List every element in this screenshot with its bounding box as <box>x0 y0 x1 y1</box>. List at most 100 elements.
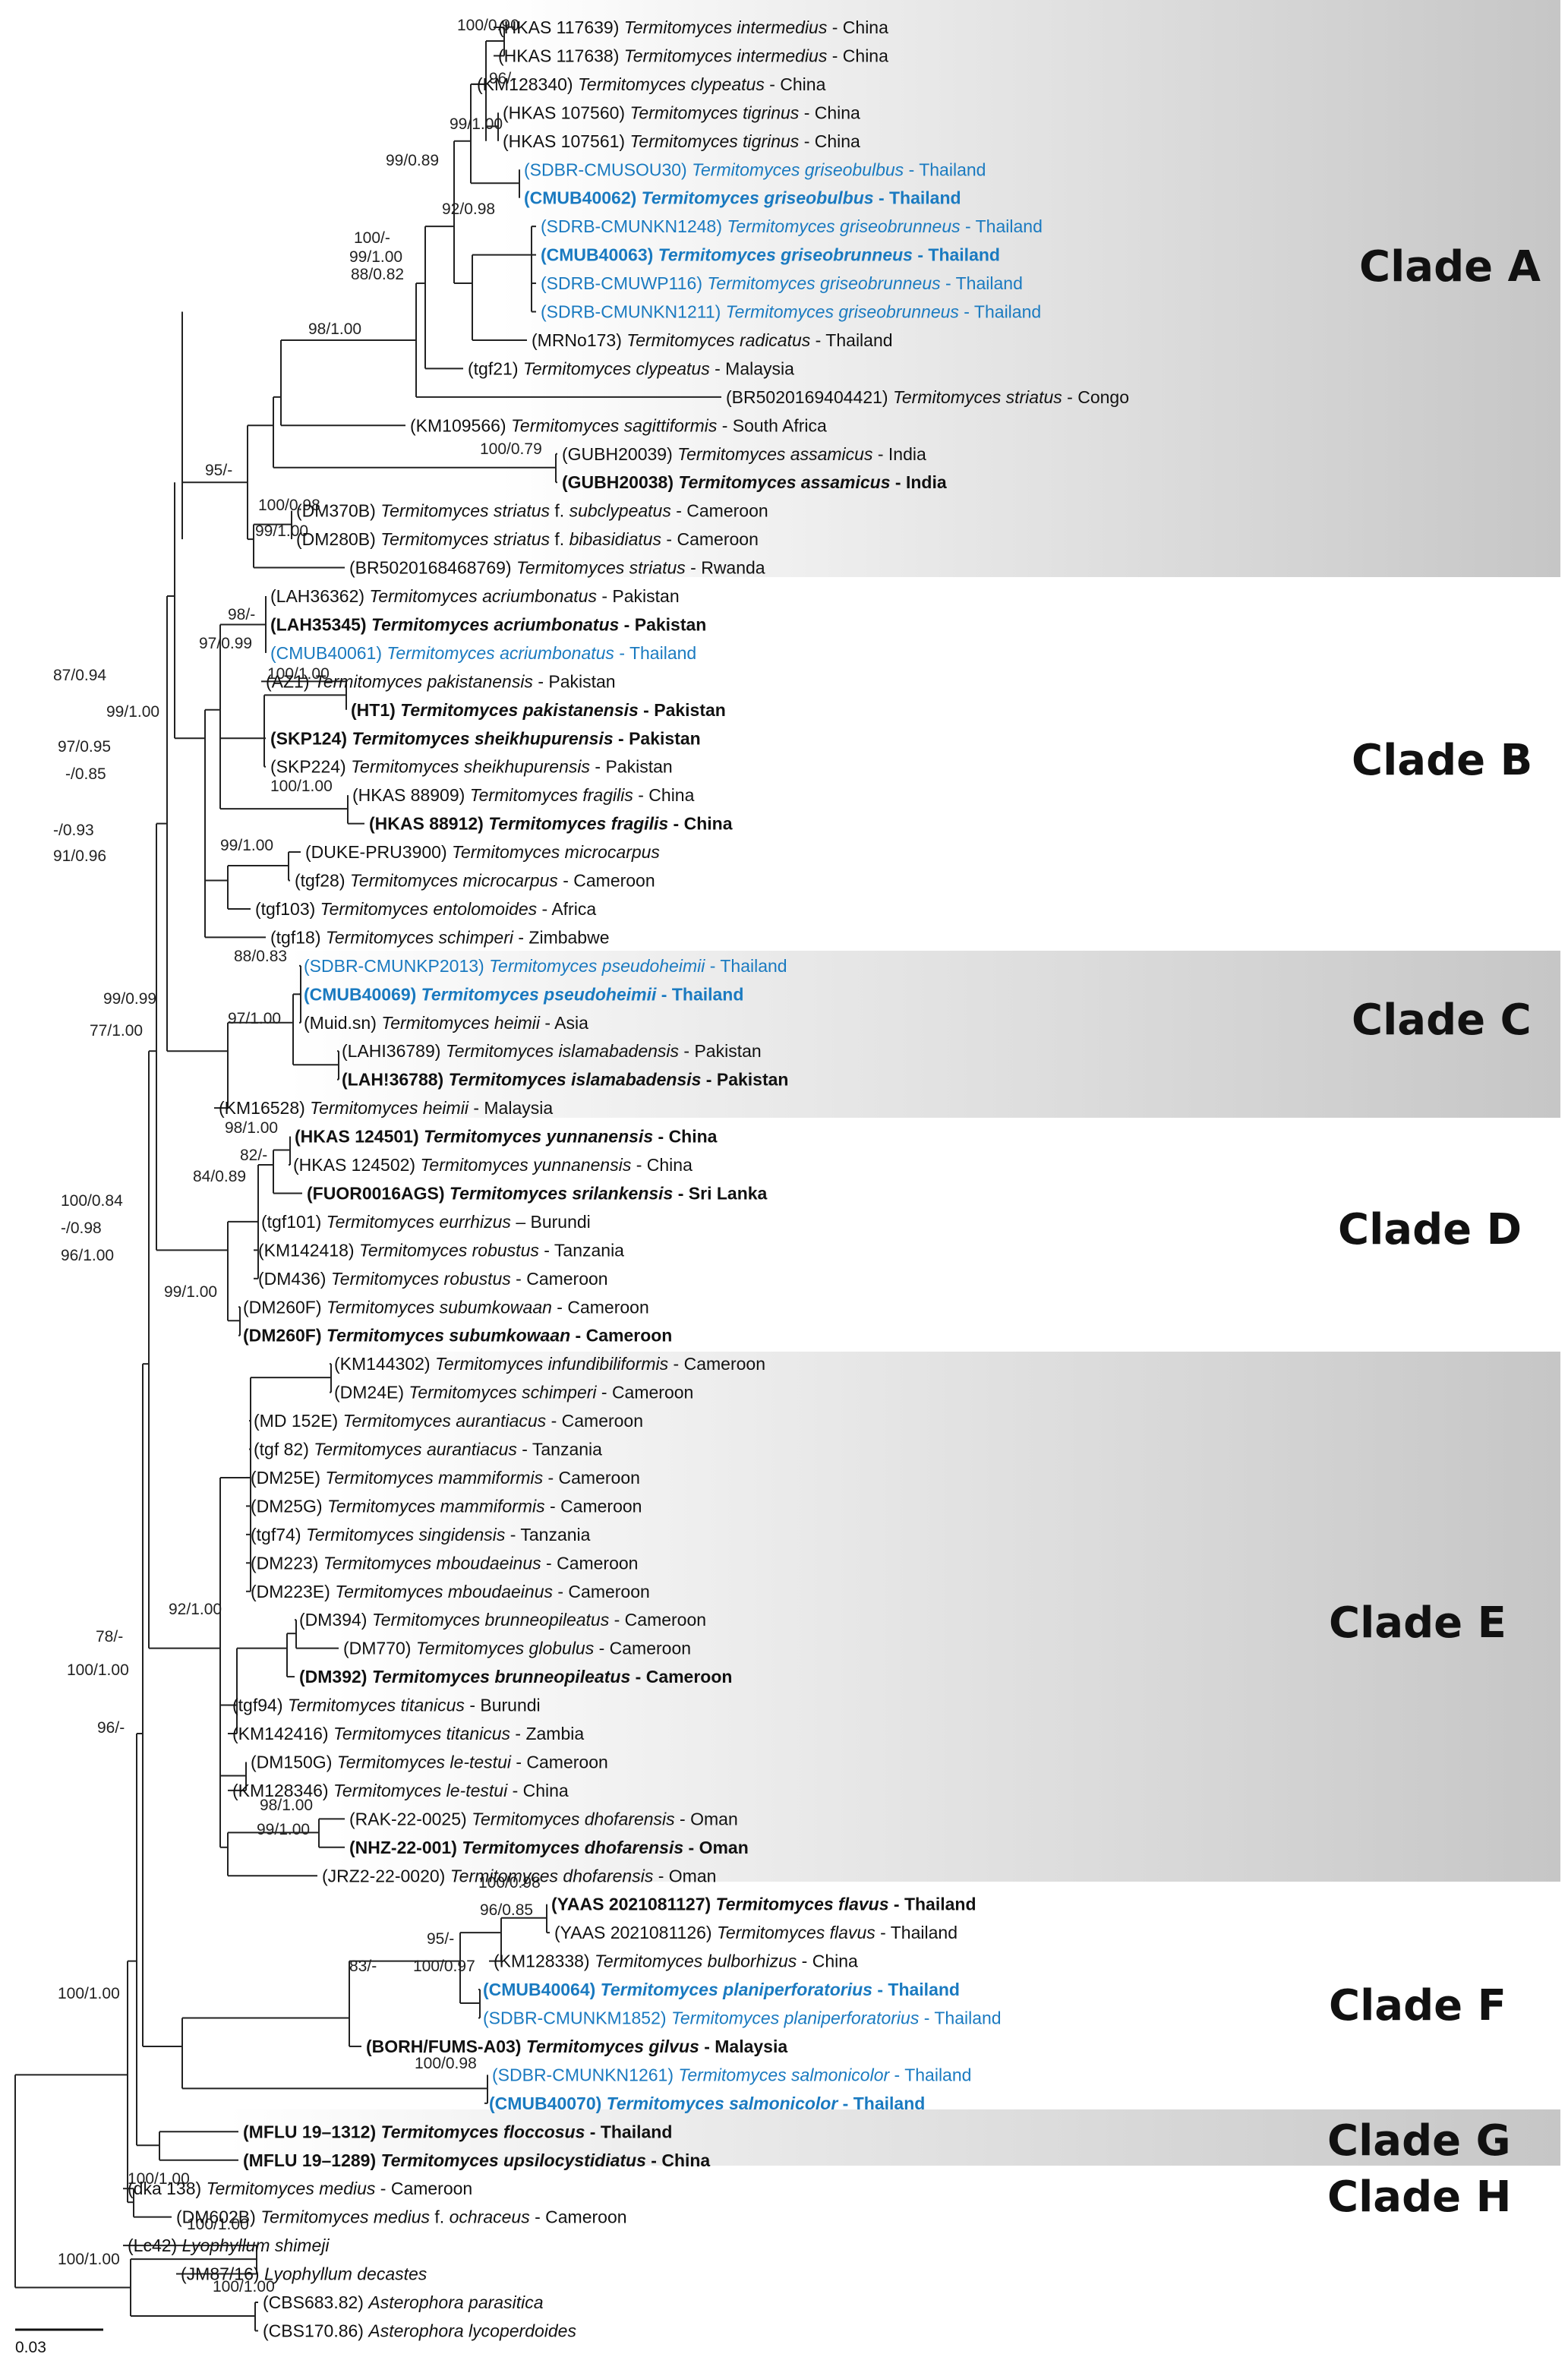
taxon-voucher: (MFLU 19–1289) <box>243 2150 381 2170</box>
taxon-country: - Thailand <box>810 330 892 350</box>
clade-band-g <box>228 2109 1560 2166</box>
support-value: 97/1.00 <box>228 1010 281 1027</box>
taxon-label: (DM25G) Termitomyces mammiformis - Camer… <box>251 1496 642 1516</box>
taxon-species: Termitomyces planiperforatorius <box>671 2008 920 2028</box>
taxon-voucher: (JM87/16) <box>181 2264 264 2284</box>
taxon-species: Termitomyces islamabadensis <box>446 1041 680 1061</box>
taxon-country: - China <box>799 103 860 122</box>
taxon-label: (tgf101) Termitomyces eurrhizus – Burund… <box>261 1212 591 1232</box>
taxon-voucher: (tgf103) <box>255 899 320 919</box>
taxon-voucher: (YAAS 2021081127) <box>551 1895 716 1914</box>
taxon-country: - Pakistan <box>701 1070 788 1090</box>
taxon-country: - China <box>646 2150 711 2170</box>
taxon-label: (SDBR-CMUNKP2013) Termitomyces pseudohei… <box>304 956 787 976</box>
support-value: 99/1.00 <box>255 522 308 540</box>
taxon-label: (tgf18) Termitomyces schimperi - Zimbabw… <box>270 927 610 947</box>
taxon-species: Lyophyllum decastes <box>264 2264 427 2284</box>
taxon-voucher: (KM109566) <box>410 415 511 435</box>
taxon-country: - Cameroon <box>609 1610 706 1630</box>
taxon-country: - Zambia <box>510 1724 584 1743</box>
clade-label: Clade D <box>1338 1205 1522 1254</box>
taxon-country: - Thailand <box>705 956 787 976</box>
taxon-species: Termitomyces gilvus <box>526 2037 699 2056</box>
taxon-species: Termitomyces intermedius <box>624 17 828 37</box>
taxon-species: Termitomyces yunnanensis <box>424 1127 653 1147</box>
taxon-species: Termitomyces robustus <box>359 1240 539 1260</box>
taxon-species: Termitomyces clypeatus <box>578 74 765 94</box>
taxon-voucher: (DM260F) <box>243 1326 327 1346</box>
taxon-label: (tgf28) Termitomyces microcarpus - Camer… <box>295 871 655 891</box>
taxon-label: (CMUB40061) Termitomyces acriumbonatus -… <box>270 643 696 663</box>
taxon-species: Termitomyces mammiformis <box>327 1496 545 1516</box>
taxon-voucher: (DM223) <box>251 1553 323 1573</box>
support-value: 96/- <box>489 70 516 87</box>
taxon-country: - Cameroon <box>570 1326 672 1346</box>
taxon-label: (CMUB40070) Termitomyces salmonicolor - … <box>489 2094 925 2113</box>
taxon-voucher: (CMUB40062) <box>524 188 642 208</box>
taxon-country: - China <box>799 131 860 151</box>
support-value: 100/1.00 <box>58 1985 120 2002</box>
taxon-voucher: (HKAS 107560) <box>503 103 629 122</box>
support-value: -/0.93 <box>53 822 94 839</box>
taxon-label: (DM260F) Termitomyces subumkowaan - Came… <box>243 1326 672 1346</box>
taxon-species: Termitomyces eurrhizus <box>327 1212 512 1232</box>
taxon-species: Termitomyces islamabadensis <box>449 1070 702 1090</box>
taxon-species: Termitomyces titanicus <box>288 1696 465 1715</box>
taxon-species: Termitomyces microcarpus <box>452 842 660 862</box>
support-value: 100/0.84 <box>61 1192 123 1210</box>
support-value: 100/1.00 <box>267 665 330 683</box>
taxon-label: (DM223E) Termitomyces mboudaeinus - Came… <box>251 1582 650 1601</box>
taxon-label: (KM16528) Termitomyces heimii - Malaysia <box>219 1098 553 1118</box>
taxon-country: - Cameroon <box>671 501 768 521</box>
taxon-labels: (HKAS 117639) Termitomyces intermedius -… <box>128 17 1129 2340</box>
taxon-country: - India <box>891 472 947 492</box>
support-value: 98/1.00 <box>260 1797 313 1814</box>
taxon-voucher: (YAAS 2021081126) <box>554 1923 717 1942</box>
taxon-voucher: (FUOR0016AGS) <box>307 1183 450 1203</box>
taxon-country: - India <box>872 444 926 464</box>
taxon-label: (JM87/16) Lyophyllum decastes <box>181 2264 427 2284</box>
support-value: 99/1.00 <box>106 703 159 721</box>
taxon-voucher: (DM602B) <box>176 2207 260 2227</box>
taxon-species: Termitomyces brunneopileatus <box>372 1667 630 1687</box>
clade-bands <box>228 0 1560 2166</box>
taxon-label: (DM280B) Termitomyces striatus f. bibasi… <box>296 529 759 549</box>
taxon-species: Termitomyces robustus <box>331 1269 511 1289</box>
taxon-voucher: (NHZ-22-001) <box>349 1838 462 1857</box>
taxon-voucher: (CMUB40061) <box>270 643 386 663</box>
taxon-country: - Thailand <box>919 2008 1001 2028</box>
taxon-label: (MD 152E) Termitomyces aurantiacus - Cam… <box>254 1411 643 1431</box>
taxon-species: Termitomyces striatus <box>516 558 686 578</box>
taxon-label: (SKP124) Termitomyces sheikhupurensis - … <box>270 728 701 748</box>
support-value: 97/0.99 <box>199 635 252 652</box>
taxon-species: Termitomyces upsilocystidiatus <box>381 2150 646 2170</box>
taxon-voucher: (CBS683.82) <box>263 2292 368 2312</box>
support-values: 100/0.9096/-99/1.0099/0.8992/0.98100/-99… <box>53 17 542 2295</box>
support-value: 100/0.97 <box>413 1958 475 1975</box>
support-value: 99/0.89 <box>386 152 439 169</box>
taxon-label: (DM770) Termitomyces globulus - Cameroon <box>343 1639 691 1658</box>
taxon-country: - Cameroon <box>375 2179 472 2198</box>
taxon-country: - Cameroon <box>511 1269 608 1289</box>
taxon-label: (YAAS 2021081126) Termitomyces flavus - … <box>554 1923 958 1942</box>
taxon-label: (HKAS 107561) Termitomyces tigrinus - Ch… <box>503 131 860 151</box>
taxon-voucher: (HKAS 88912) <box>369 814 488 834</box>
taxon-label: (DM24E) Termitomyces schimperi - Cameroo… <box>334 1383 693 1403</box>
taxon-country: - Thailand <box>889 1895 976 1914</box>
support-value: 99/1.00 <box>450 115 503 133</box>
taxon-country: - Thailand <box>904 159 986 179</box>
support-value: 88/0.82 <box>351 266 404 283</box>
taxon-species: Termitomyces aurantiacus <box>314 1440 517 1459</box>
taxon-country: - Tanzania <box>539 1240 624 1260</box>
taxon-label: (DM150G) Termitomyces le-testui - Camero… <box>251 1752 608 1772</box>
taxon-species: Termitomyces tigrinus <box>629 103 799 122</box>
taxon-voucher: (BR5020169404421) <box>726 387 893 407</box>
taxon-species: Asterophora lycoperdoides <box>367 2321 576 2340</box>
taxon-label: (GUBH20039) Termitomyces assamicus - Ind… <box>562 444 926 464</box>
support-value: 99/1.00 <box>257 1821 310 1838</box>
taxon-label: (tgf21) Termitomyces clypeatus - Malaysi… <box>468 358 794 378</box>
taxon-voucher: (SDBR-CMUNKN1261) <box>492 2065 678 2084</box>
support-value: 100/1.00 <box>67 1661 129 1679</box>
taxon-label: (MFLU 19–1312) Termitomyces floccosus - … <box>243 2122 672 2141</box>
